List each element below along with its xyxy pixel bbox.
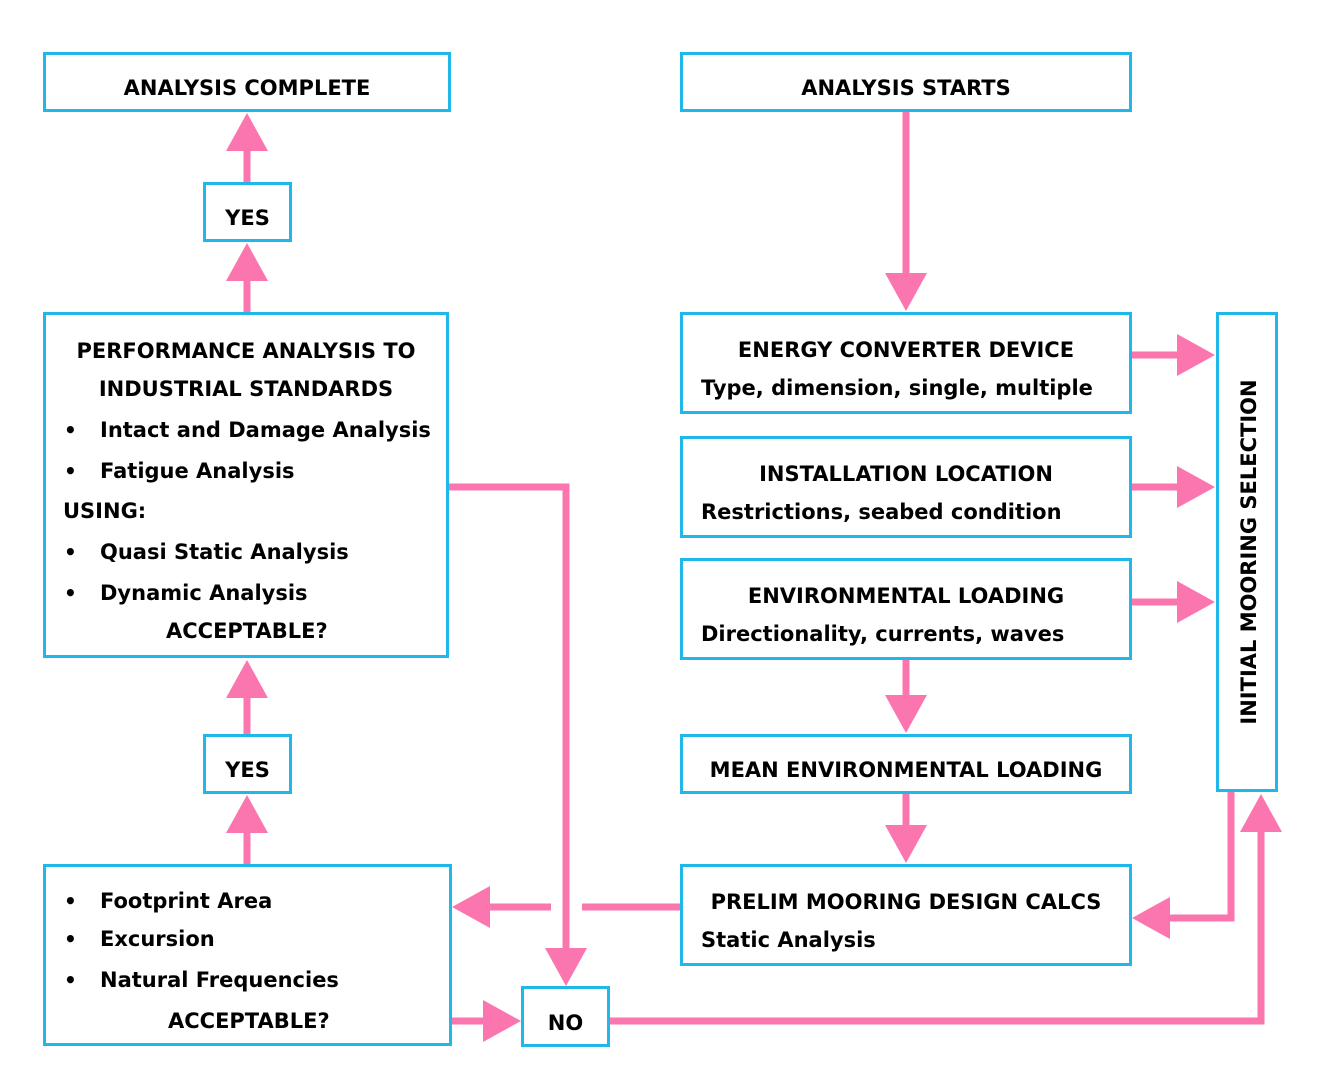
performance-method: Quasi Static Analysis: [100, 540, 349, 564]
bullet-marker: •: [64, 540, 77, 564]
bullet-marker: •: [64, 418, 77, 442]
using-label: USING:: [63, 499, 147, 523]
analysis-starts-label: ANALYSIS STARTS: [801, 76, 1011, 100]
arrow-head-up: [1240, 794, 1282, 832]
energy-converter-detail: Type, dimension, single, multiple: [701, 376, 1093, 400]
arrow-head-up: [226, 113, 268, 151]
arrow-head-up: [226, 795, 268, 833]
no-label: NO: [547, 1011, 584, 1035]
installation-location-box: INSTALLATION LOCATION Restrictions, seab…: [680, 436, 1132, 538]
environmental-loading-box: ENVIRONMENTAL LOADING Directionality, cu…: [680, 558, 1132, 660]
footprint-box: • Footprint Area • Excursion • Natural F…: [43, 864, 452, 1046]
footprint-acceptable-question: ACCEPTABLE?: [168, 1009, 330, 1033]
analysis-starts-box: ANALYSIS STARTS: [680, 52, 1132, 112]
arrow-head-down: [885, 273, 927, 311]
performance-item: Intact and Damage Analysis: [100, 418, 431, 442]
connector-line: [1168, 792, 1235, 922]
performance-analysis-box: PERFORMANCE ANALYSIS TO INDUSTRIAL STAND…: [43, 312, 449, 658]
arrow-head-right: [1177, 466, 1215, 508]
arrow-head-right: [483, 1000, 521, 1042]
performance-title-line1: PERFORMANCE ANALYSIS TO: [76, 339, 416, 363]
bullet-marker: •: [64, 459, 77, 483]
analysis-complete-box: ANALYSIS COMPLETE: [43, 52, 451, 112]
installation-location-title: INSTALLATION LOCATION: [759, 462, 1053, 486]
yes-bottom-box: YES: [203, 734, 292, 794]
bullet-marker: •: [64, 968, 77, 992]
arrow-head-up: [226, 660, 268, 698]
arrow-head-up: [226, 243, 268, 281]
arrow-head-left: [1132, 897, 1170, 939]
connector-line: [610, 828, 1265, 1025]
arrow-head-down: [545, 948, 587, 986]
yes-top-box: YES: [203, 182, 292, 242]
performance-item: Fatigue Analysis: [100, 459, 295, 483]
bullet-marker: •: [64, 927, 77, 951]
initial-mooring-selection-box: [1216, 312, 1278, 792]
yes-bottom-label: YES: [225, 758, 270, 782]
prelim-mooring-detail: Static Analysis: [701, 928, 876, 952]
arrow-head-right: [1177, 581, 1215, 623]
environmental-loading-detail: Directionality, currents, waves: [701, 622, 1065, 646]
energy-converter-title: ENERGY CONVERTER DEVICE: [737, 338, 1075, 362]
no-box: NO: [521, 986, 610, 1047]
arrow-head-down: [885, 825, 927, 863]
performance-method: Dynamic Analysis: [100, 581, 308, 605]
analysis-complete-label: ANALYSIS COMPLETE: [123, 76, 371, 100]
environmental-loading-title: ENVIRONMENTAL LOADING: [747, 584, 1065, 608]
footprint-item: Footprint Area: [100, 889, 273, 913]
footprint-item: Excursion: [100, 927, 215, 951]
performance-title-line2: INDUSTRIAL STANDARDS: [98, 377, 394, 401]
arrow-head-left: [452, 886, 490, 928]
initial-mooring-selection-label: INITIAL MOORING SELECTION: [1237, 379, 1261, 725]
arrow-head-down: [885, 695, 927, 733]
bullet-marker: •: [64, 581, 77, 605]
bullet-marker: •: [64, 889, 77, 913]
footprint-item: Natural Frequencies: [100, 968, 339, 992]
yes-top-label: YES: [225, 206, 270, 230]
performance-acceptable-question: ACCEPTABLE?: [166, 619, 328, 643]
prelim-mooring-design-box: PRELIM MOORING DESIGN CALCS Static Analy…: [680, 864, 1132, 966]
energy-converter-box: ENERGY CONVERTER DEVICE Type, dimension,…: [680, 312, 1132, 414]
mean-environmental-loading-box: MEAN ENVIRONMENTAL LOADING: [680, 734, 1132, 794]
mean-environmental-loading-label: MEAN ENVIRONMENTAL LOADING: [709, 758, 1103, 782]
arrow-head-right: [1177, 334, 1215, 376]
prelim-mooring-title: PRELIM MOORING DESIGN CALCS: [710, 890, 1102, 914]
installation-location-detail: Restrictions, seabed condition: [701, 500, 1062, 524]
connector-line: [449, 483, 570, 952]
